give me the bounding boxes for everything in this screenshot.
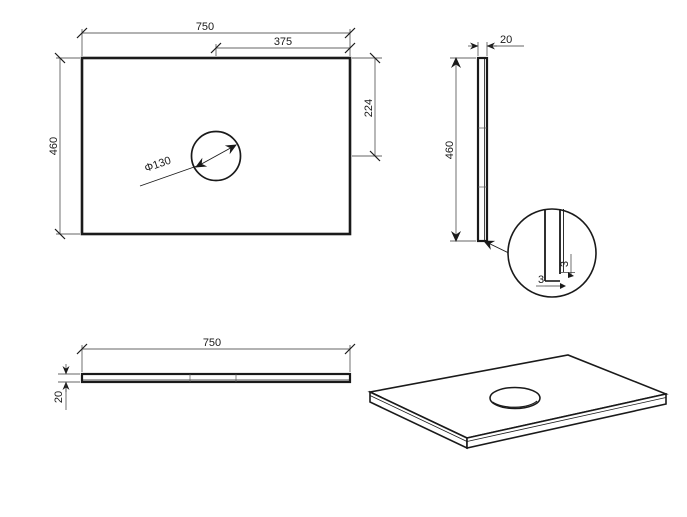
dim-label-edge-750: 750	[203, 337, 221, 349]
top-view-group: Φ130 750 375 460 224	[48, 21, 382, 240]
front-edge-view-group: 750 20	[53, 337, 356, 410]
iso-front-right-face	[466, 393, 667, 449]
isometric-view-group	[367, 354, 669, 450]
side-view-plate-outline	[476, 56, 489, 243]
edge-view-plate-outline	[80, 372, 352, 384]
dim-label-side-20: 20	[500, 34, 512, 46]
dim-label-top-375: 375	[274, 36, 292, 48]
dim-label-right-224: 224	[363, 99, 375, 117]
hole-diameter-leader-tail	[139, 165, 198, 187]
detail-view-group: 3 3	[507, 208, 597, 298]
dim-label-edge-20: 20	[53, 391, 65, 403]
iso-chamfer-right	[466, 397, 667, 442]
dim-arrow-detail-h3	[560, 283, 566, 289]
dim-label-detail-3-horizontal: 3	[538, 274, 544, 286]
dim-label-side-460: 460	[444, 141, 456, 159]
hole-diameter-leader	[195, 144, 237, 168]
iso-chamfer-left	[369, 395, 468, 442]
dim-arrow-detail-v3	[568, 272, 574, 278]
dim-label-top-750: 750	[196, 21, 214, 33]
detail-view-circle-boundary	[507, 208, 597, 298]
iso-hole-top-ellipse	[489, 386, 541, 410]
dim-label-detail-3-vertical: 3	[559, 261, 571, 267]
side-view-group: 20 460	[444, 34, 524, 259]
iso-hole-bottom-arc	[492, 400, 538, 408]
dim-label-left-460: 460	[48, 137, 60, 155]
